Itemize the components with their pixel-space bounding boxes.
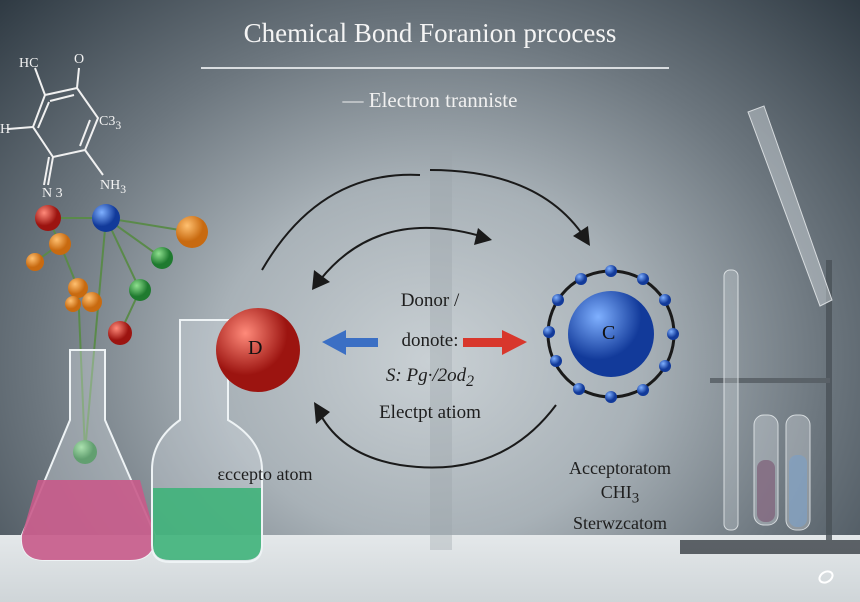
subtitle: — Electron tranniste [342, 88, 518, 112]
chi-text: CHI [600, 482, 632, 502]
acceptor-atom [543, 265, 679, 403]
c3-text: C3 [99, 114, 116, 129]
chi-sub: 3 [631, 490, 640, 507]
watermark-icon [818, 570, 834, 584]
center-line2: donote: [401, 330, 459, 351]
nh-text: NH [100, 178, 121, 193]
label-h: H [0, 122, 11, 137]
lab-stand [680, 105, 860, 554]
center-line3-sub: 2 [466, 372, 475, 390]
electron-flow-arrows [261, 169, 586, 469]
erlenmeyer-flask [20, 349, 157, 561]
arrowheads [312, 226, 590, 424]
c3-sub: 3 [115, 118, 122, 132]
background-pane [430, 150, 452, 550]
benzene-ring [7, 67, 104, 186]
molecule-balls [26, 204, 208, 464]
label-n3: N 3 [42, 186, 63, 201]
nh-sub: 3 [120, 182, 127, 196]
center-line3-text: S: Pg·/2od [385, 365, 467, 386]
right-caption: Acceptoratom CHI3 Sterwzcatom [540, 456, 700, 535]
donor-atom [216, 308, 300, 392]
label-c3: C33 [99, 114, 121, 132]
center-line4: Electpt atiom [379, 402, 481, 423]
label-hc: HC [19, 56, 39, 71]
right-caption-line1: Acceptoratom [569, 458, 671, 478]
center-line3: S: Pg·/2od2 [340, 365, 520, 391]
acceptor-label: C [602, 322, 616, 344]
title-divider [201, 67, 669, 69]
right-caption-line2: CHI3 [540, 480, 700, 511]
left-caption: ɛccepto atom [217, 464, 313, 484]
beaker [151, 319, 263, 563]
label-o: O [74, 52, 85, 67]
right-caption-line3: Sterwzcatom [573, 512, 667, 533]
label-nh3: NH3 [100, 178, 126, 196]
donor-label: D [248, 337, 263, 359]
page-title: Chemical Bond Foranion prcocess [243, 18, 617, 48]
red-arrow [463, 330, 527, 355]
electrons [543, 265, 679, 403]
blue-arrow [322, 330, 378, 355]
center-line1: Donor / [400, 290, 460, 311]
